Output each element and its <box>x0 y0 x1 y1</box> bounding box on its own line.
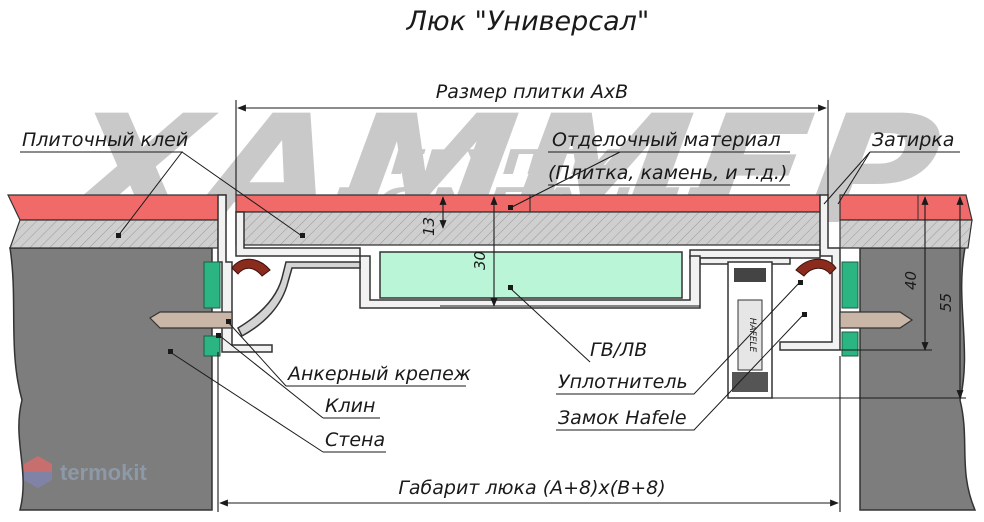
dim-hatch-size <box>217 352 841 512</box>
dim-13-value: 13 <box>420 217 438 236</box>
anchor-bolts <box>149 311 914 329</box>
dim-vertical-40-55 <box>772 196 966 399</box>
hinge-bracket <box>237 261 361 338</box>
tile-layer <box>7 194 973 221</box>
brand-name: termokit <box>60 460 147 485</box>
label-gypsum-board: ГВ/ЛВ <box>590 339 647 361</box>
label-wedge: Клин <box>325 395 375 417</box>
gypsum-board-assembly <box>359 251 701 309</box>
watermark-line2: ГРУППА <box>390 143 630 183</box>
dim-tile-size <box>235 100 829 195</box>
label-finishing-material: Отделочный материал <box>552 129 781 151</box>
label-seal: Уплотнитель <box>558 371 688 393</box>
label-anchor: Анкерный крепеж <box>286 363 471 385</box>
label-tile-adhesive: Плиточный клей <box>22 129 188 151</box>
label-finishing-examples: (Плитка, камень, и т.д.) <box>548 162 787 184</box>
dim-55-value: 55 <box>937 293 955 312</box>
lock-marking: HAFELE <box>747 318 757 353</box>
rubber-seals <box>231 258 837 277</box>
label-hatch-size: Габарит люка (A+8)x(B+8) <box>398 477 665 499</box>
dim-30-value: 30 <box>471 251 489 270</box>
gypsum-board <box>379 251 683 299</box>
adhesive-layer <box>9 211 973 249</box>
dim-40-value: 40 <box>902 271 920 290</box>
label-grout: Затирка <box>872 129 954 151</box>
label-tile-size: Размер плитки АхВ <box>436 81 628 103</box>
label-wall: Стена <box>325 429 385 451</box>
label-lock: Замок Hafele <box>558 407 687 429</box>
drawing-title: Люк "Универсал" <box>406 6 650 37</box>
hafele-lock: HAFELE <box>727 261 773 399</box>
leader-lines <box>20 151 960 453</box>
dim-vertical-13-30 <box>439 196 700 307</box>
brand-logo: termokit <box>24 456 147 488</box>
leader-dots <box>116 205 807 354</box>
